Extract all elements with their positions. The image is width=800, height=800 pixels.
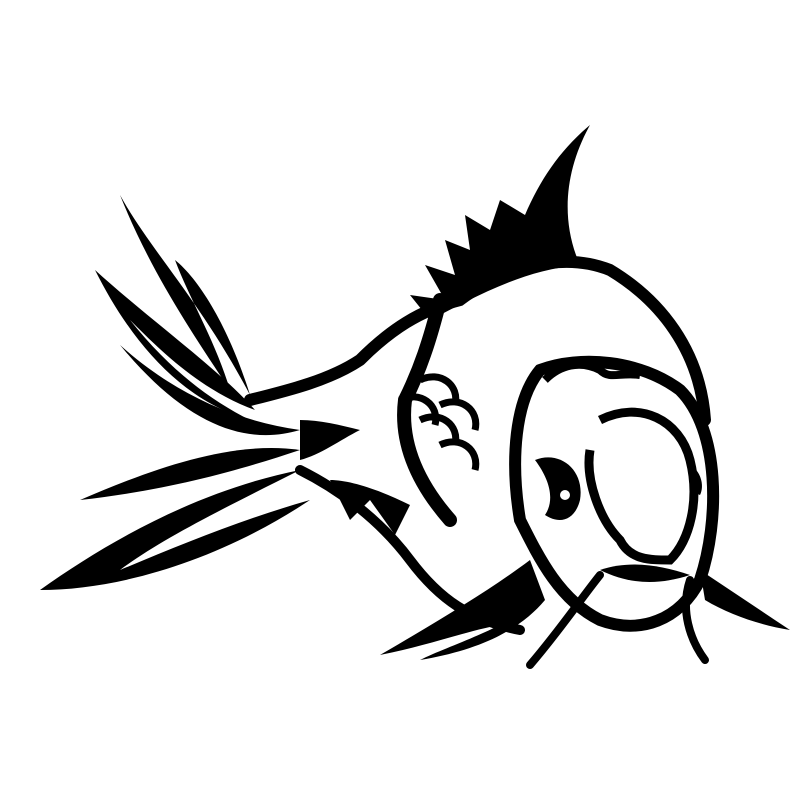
barbels xyxy=(526,571,709,669)
mouth xyxy=(600,564,690,582)
pectoral-fins xyxy=(330,480,790,660)
right-eye-icon xyxy=(689,465,702,495)
dorsal-fin xyxy=(410,125,590,320)
tail-fin xyxy=(40,195,360,590)
head xyxy=(509,355,720,632)
left-eye-icon xyxy=(535,457,581,520)
scales xyxy=(398,373,480,471)
